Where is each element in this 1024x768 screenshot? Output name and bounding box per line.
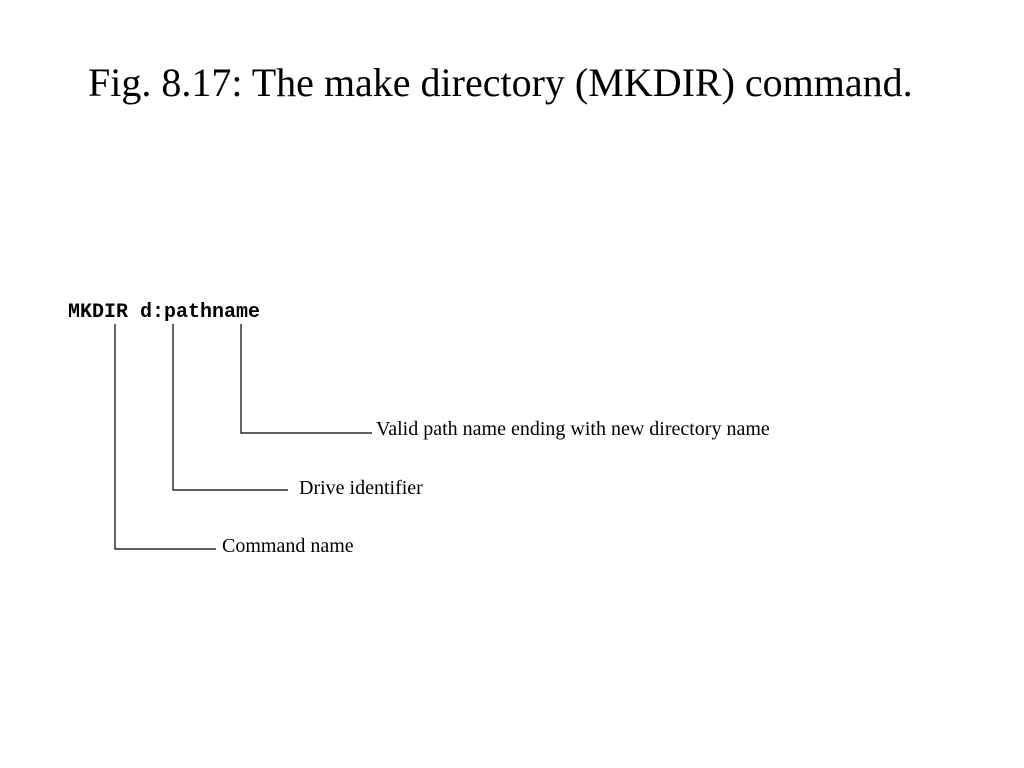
callout-label-command: Command name [222, 535, 354, 557]
callout-line-command [114, 324, 216, 550]
command-keyword: MKDIR [68, 301, 129, 324]
mkdir-syntax: MKDIR d:pathname [68, 300, 260, 326]
figure-title: Fig. 8.17: The make directory (MKDIR) co… [88, 60, 913, 105]
callout-label-pathname: Valid path name ending with new director… [376, 418, 770, 440]
callout-line-pathname [240, 324, 372, 434]
callout-line-drive [172, 324, 288, 491]
callout-label-drive: Drive identifier [299, 477, 423, 499]
command-argument: d:pathname [140, 301, 261, 324]
